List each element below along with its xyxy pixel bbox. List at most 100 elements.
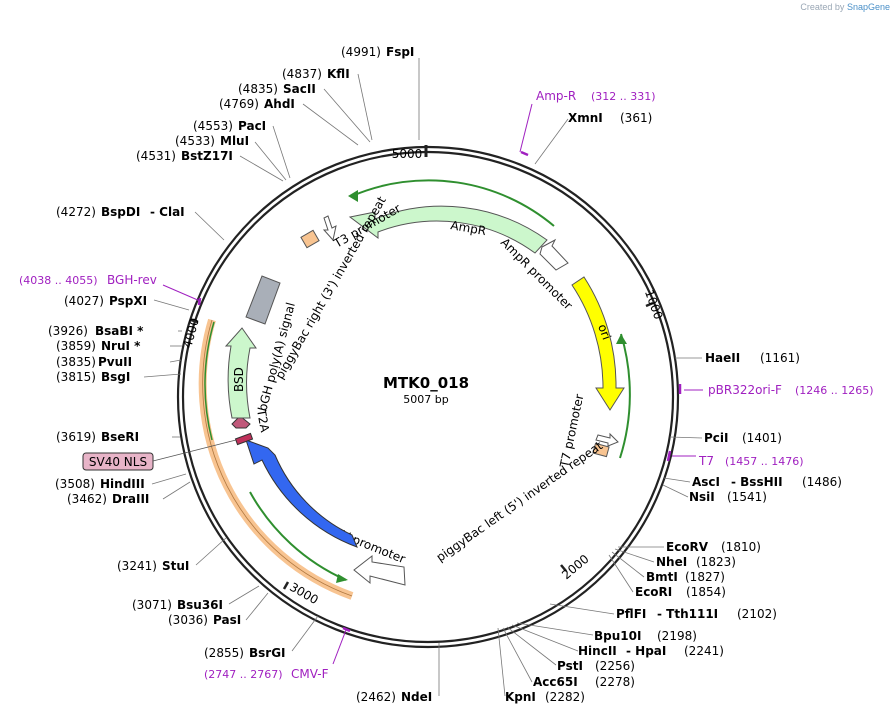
feature-ori-strand-arrowhead <box>616 334 627 344</box>
enzyme-pos-ahdi: (4769) <box>219 97 259 111</box>
enzyme-pos-mlui: (4533) <box>175 134 215 148</box>
enzyme-pos-bpu10i: (2198) <box>657 629 697 643</box>
primer-name-cmv-f[interactable]: CMV-F <box>291 667 329 681</box>
enzyme-name-pasi[interactable]: PasI <box>213 613 241 627</box>
enzyme-pos-bmti: (1827) <box>685 570 725 584</box>
enzyme-pos-pasi: (3036) <box>168 613 208 627</box>
feature-t2a-label: T2A <box>254 407 272 434</box>
enzyme-name-xmni[interactable]: XmnI <box>568 111 603 125</box>
feature-t3-promoter-arrow[interactable] <box>322 215 337 242</box>
enzyme-name-pflfi[interactable]: PflFI <box>616 607 646 621</box>
enzyme-name-nrui[interactable]: NruI * <box>101 339 141 353</box>
enzyme-name-ndei[interactable]: NdeI <box>401 690 432 704</box>
enzyme-pos-bstz17i: (4531) <box>136 149 176 163</box>
enzyme-name-nsii[interactable]: NsiI <box>689 490 715 504</box>
feature-sv40-nls-label: SV40 NLS <box>89 455 147 469</box>
enzyme-name-draiii[interactable]: DraIII <box>112 492 149 506</box>
enzyme-name-kfli[interactable]: KflI <box>327 67 350 81</box>
enzyme-pos-nrui: (3859) <box>56 339 96 353</box>
enzyme-pos-psti: (2256) <box>595 659 635 673</box>
map-title: MTK0_018 <box>383 374 469 392</box>
enzyme-name-paci[interactable]: PacI <box>238 119 266 133</box>
enzyme-name-bsrgi[interactable]: BsrGI <box>249 646 286 660</box>
enzyme-pos-bsabi: (3926) <box>48 324 88 338</box>
feature-bsd-arrow[interactable] <box>224 327 257 419</box>
enzyme-extra-clai[interactable]: - ClaI <box>150 205 185 219</box>
enzyme-name-ecori[interactable]: EcoRI <box>635 585 672 599</box>
enzyme-name-pvuii[interactable]: PvuII <box>98 355 132 369</box>
enzyme-name-bsu36i[interactable]: Bsu36I <box>177 598 223 612</box>
enzyme-name-hindiii[interactable]: HindIII <box>100 477 145 491</box>
primer-range-pbr322ori-f: (1246 .. 1265) <box>795 384 874 397</box>
enzyme-name-fspi[interactable]: FspI <box>386 45 414 59</box>
enzyme-pos-ecorv: (1810) <box>721 540 761 554</box>
enzyme-name-bstz17i[interactable]: BstZ17I <box>181 149 233 163</box>
feature-bsd-label: BSD <box>232 367 246 392</box>
feature-ampr-promoter-arrow[interactable] <box>539 238 569 271</box>
feature-piggybac-left-label: piggyBac left (5') inverted repeat <box>434 438 606 564</box>
enzyme-name-kpni[interactable]: KpnI <box>505 690 536 704</box>
feature-bsd-strand-line <box>204 321 215 441</box>
feature-t7-promoter-arrow[interactable] <box>595 432 619 447</box>
ruler-tick-4000: 4000 <box>180 316 201 349</box>
map-length: 5007 bp <box>403 393 448 406</box>
primer-name-amp-r[interactable]: Amp-R <box>536 89 576 103</box>
enzyme-name-bsgi[interactable]: BsgI <box>101 370 130 384</box>
feature-bgh-polya-box[interactable] <box>245 275 281 325</box>
enzyme-extra-tth111i[interactable]: - Tth111I <box>657 607 718 621</box>
ruler-tick-3000: 3000 <box>282 580 321 607</box>
enzyme-pos-nsii: (1541) <box>727 490 767 504</box>
enzyme-name-pspxi[interactable]: PspXI <box>109 294 147 308</box>
enzyme-name-haeii[interactable]: HaeII <box>705 351 740 365</box>
primer-range-cmv-f: (2747 .. 2767) <box>204 668 283 681</box>
enzyme-pos-pcii: (1401) <box>742 431 782 445</box>
enzyme-pos-bspdi: (4272) <box>56 205 96 219</box>
feature-ampr-orf-line <box>351 179 555 227</box>
enzyme-name-hincii[interactable]: HincII <box>578 644 617 658</box>
enzyme-name-bseri[interactable]: BseRI <box>101 430 139 444</box>
feature-t2a-arrow[interactable] <box>231 415 251 429</box>
enzyme-pos-pspxi: (4027) <box>64 294 104 308</box>
enzyme-pos-sacii: (4835) <box>238 82 278 96</box>
feature-piggybac-right-band-edge <box>202 319 353 597</box>
primer-name-pbr322ori-f[interactable]: pBR322ori-F <box>708 383 782 397</box>
enzyme-name-ecorv[interactable]: EcoRV <box>666 540 709 554</box>
enzyme-name-pcii[interactable]: PciI <box>704 431 729 445</box>
primer-name-bgh-rev[interactable]: BGH-rev <box>107 273 157 287</box>
enzyme-name-nhei[interactable]: NheI <box>656 555 687 569</box>
primer-name-t7[interactable]: T7 <box>698 454 714 468</box>
enzyme-name-stui[interactable]: StuI <box>162 559 189 573</box>
feature-piggybac-left-box[interactable] <box>592 442 610 458</box>
feature-ori-label: ori <box>595 322 613 341</box>
feature-tagbfp-strand-arrowhead <box>336 574 348 583</box>
feature-piggybac-right-box[interactable] <box>300 229 320 249</box>
snapgene-brand: Created by SnapGene <box>800 2 890 12</box>
ruler-label-5000: 5000 <box>392 147 423 161</box>
feature-tagbfp-arrow[interactable] <box>245 439 358 548</box>
enzyme-name-bsabi[interactable]: BsaBI * <box>95 324 144 338</box>
enzyme-name-ahdi[interactable]: AhdI <box>264 97 295 111</box>
enzyme-name-sacii[interactable]: SacII <box>283 82 316 96</box>
enzyme-extra-hpai[interactable]: - HpaI <box>626 644 666 658</box>
enzyme-name-psti[interactable]: PstI <box>557 659 583 673</box>
enzyme-name-asci[interactable]: AscI <box>692 475 720 489</box>
primer-range-t7: (1457 .. 1476) <box>725 455 804 468</box>
enzyme-pos-acc65i: (2278) <box>595 675 635 689</box>
primer-marks <box>197 150 682 633</box>
feature-ori-arrow[interactable] <box>571 276 625 411</box>
primer-range-bgh-rev: (4038 .. 4055) <box>19 274 98 287</box>
enzyme-name-acc65i[interactable]: Acc65I <box>533 675 578 689</box>
enzyme-name-bmti[interactable]: BmtI <box>646 570 678 584</box>
enzyme-pos-haeii: (1161) <box>760 351 800 365</box>
enzyme-pos-bsrgi: (2855) <box>204 646 244 660</box>
feature-ampr-arrow[interactable] <box>348 205 548 254</box>
feature-cmv-promoter-arrow[interactable] <box>353 554 406 586</box>
feature-sv40-nls-callout[interactable] <box>82 452 154 471</box>
feature-sv40-nls-box[interactable] <box>234 432 254 446</box>
enzyme-name-bspdi[interactable]: BspDI <box>101 205 140 219</box>
enzyme-name-mlui[interactable]: MluI <box>220 134 249 148</box>
enzyme-name-bpu10i[interactable]: Bpu10I <box>594 629 641 643</box>
ruler-label-1000: 1000 <box>642 288 666 321</box>
enzyme-extra-bsshii[interactable]: - BssHII <box>731 475 783 489</box>
feature-tagbfp-strand-line <box>249 491 347 581</box>
